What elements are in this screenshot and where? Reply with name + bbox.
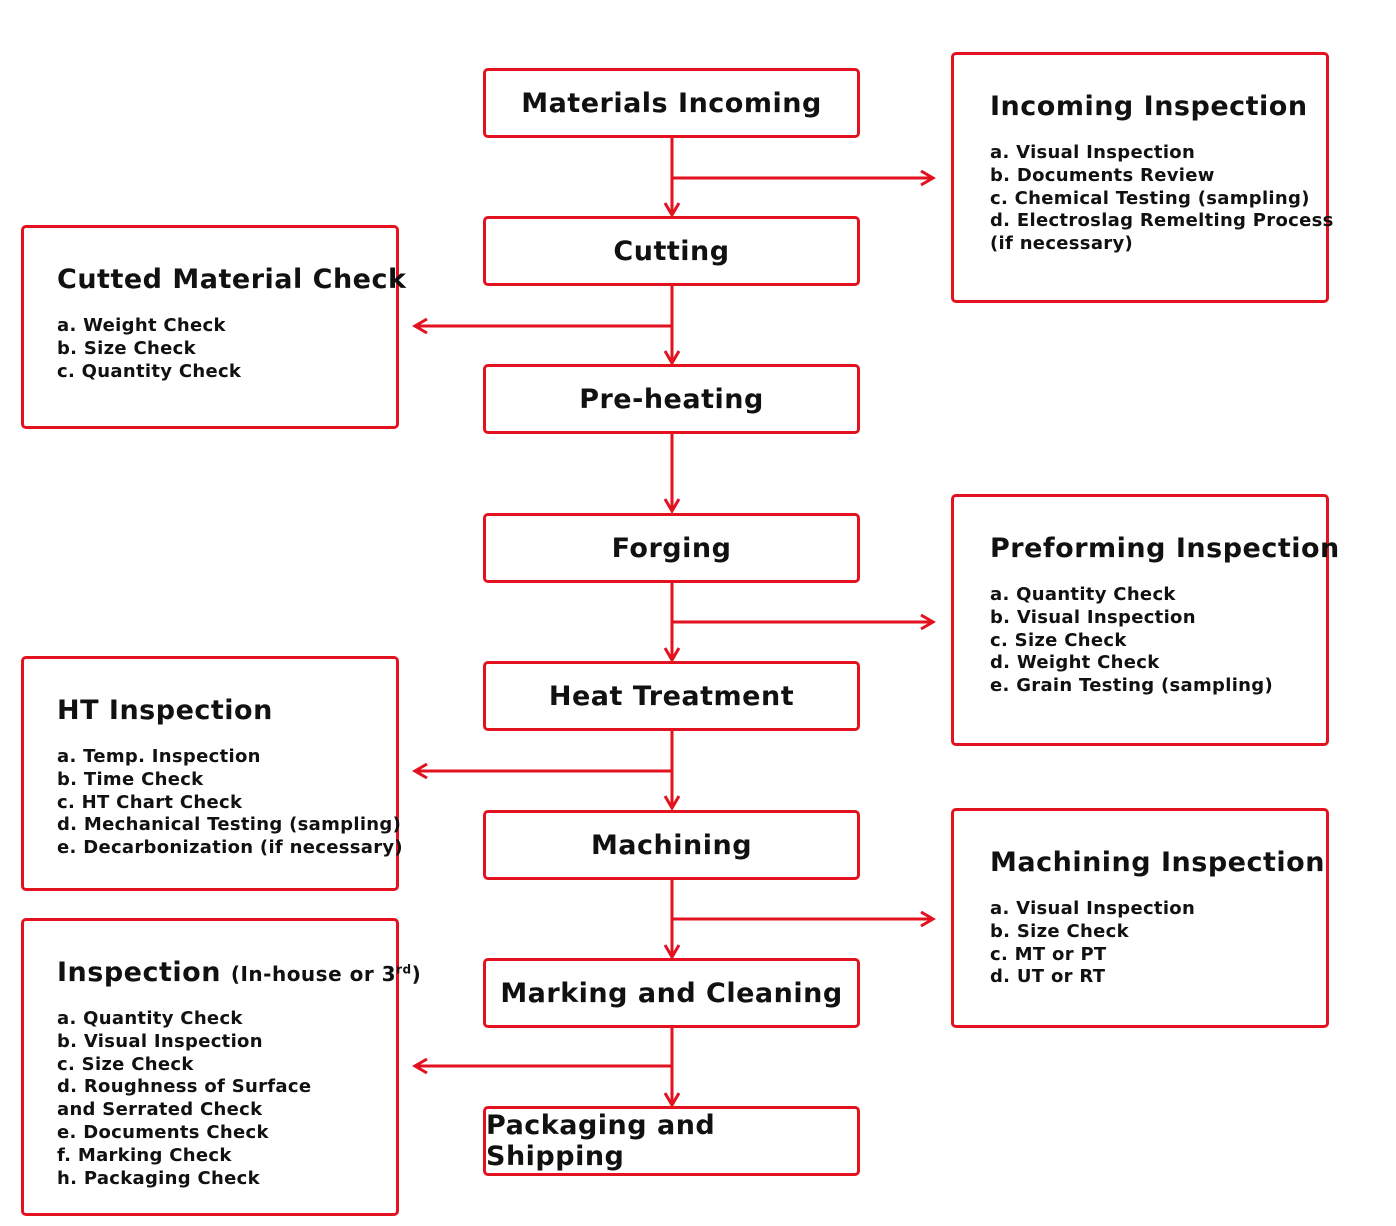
panel-title: Preforming Inspection <box>990 533 1340 564</box>
panel-subtitle: (In-house or 3rd) <box>231 962 421 986</box>
panel-cutted-material-check: Cutted Material Check a. Weight Check b.… <box>21 225 407 429</box>
panel-item: a. Quantity Check <box>57 1008 243 1029</box>
panel-item: e. Decarbonization (if necessary) <box>57 837 403 859</box>
panel-item: c. Size Check <box>57 1053 194 1075</box>
panel-item: c. Chemical Testing (sampling) <box>990 187 1310 209</box>
step-label: Materials Incoming <box>521 87 822 119</box>
panel-item: c. Quantity Check <box>57 360 242 382</box>
step-heat-treatment: Heat Treatment <box>483 661 860 731</box>
panel-item: c. MT or PT <box>990 943 1107 965</box>
panel-title: Incoming Inspection <box>990 91 1308 122</box>
step-forging: Forging <box>483 513 860 583</box>
panel-item: b. Time Check <box>57 768 204 790</box>
panel-ht-inspection: HT Inspection a. Temp. Inspection b. Tim… <box>21 656 403 891</box>
panel-item: d. Roughness of Surface <box>57 1076 312 1098</box>
panel-title: HT Inspection <box>57 695 273 726</box>
panel-item: a. Visual Inspection <box>990 142 1196 163</box>
step-marking-and-cleaning: Marking and Cleaning <box>483 958 860 1028</box>
panel-item: d. UT or RT <box>990 966 1106 988</box>
panel-item-list: a. Visual Inspection b. Documents Review… <box>990 142 1334 256</box>
panel-machining-inspection: Machining Inspection a. Visual Inspectio… <box>951 808 1329 1028</box>
step-machining: Machining <box>483 810 860 880</box>
panel-item: d. Weight Check <box>990 652 1160 674</box>
panel-item-list: a. Temp. Inspection b. Time Check c. HT … <box>57 746 403 860</box>
panel-item: (if necessary) <box>990 233 1134 255</box>
panel-item: f. Marking Check <box>57 1144 232 1166</box>
panel-subtitle-superscript: rd <box>396 962 412 977</box>
panel-item: and Serrated Check <box>57 1099 263 1121</box>
panel-item: a. Visual Inspection <box>990 898 1196 919</box>
panel-item-list: a. Quantity Check b. Visual Inspection c… <box>990 584 1326 698</box>
step-label: Pre-heating <box>579 383 764 415</box>
panel-item: c. HT Chart Check <box>57 791 243 813</box>
panel-incoming-inspection: Incoming Inspection a. Visual Inspection… <box>951 52 1334 303</box>
panel-item: e. Documents Check <box>57 1121 269 1143</box>
panel-final-inspection: Inspection (In-house or 3rd) a. Quantity… <box>21 918 421 1216</box>
step-materials-incoming: Materials Incoming <box>483 68 860 138</box>
panel-title: Machining Inspection <box>990 847 1325 878</box>
panel-item-list: a. Weight Check b. Size Check c. Quantit… <box>57 315 396 383</box>
panel-title: Cutted Material Check <box>57 264 407 295</box>
panel-item: e. Grain Testing (sampling) <box>990 675 1274 697</box>
panel-title: Inspection <box>57 957 221 988</box>
panel-item: b. Visual Inspection <box>57 1030 263 1052</box>
panel-item: h. Packaging Check <box>57 1167 260 1189</box>
panel-item: c. Size Check <box>990 629 1127 651</box>
panel-title-row: Inspection (In-house or 3rd) <box>57 957 421 988</box>
panel-item: d. Mechanical Testing (sampling) <box>57 814 402 836</box>
panel-subtitle-suffix: ) <box>411 962 422 986</box>
step-label: Cutting <box>613 235 730 267</box>
panel-item-list: a. Quantity Check b. Visual Inspection c… <box>57 1008 396 1190</box>
panel-item: a. Temp. Inspection <box>57 746 261 767</box>
step-label: Machining <box>590 829 753 861</box>
panel-item: a. Quantity Check <box>990 584 1176 605</box>
panel-subtitle-prefix: (In-house or 3 <box>230 962 397 986</box>
panel-item: b. Visual Inspection <box>990 606 1196 628</box>
step-label: Packaging and Shipping <box>486 1110 716 1172</box>
step-cutting: Cutting <box>483 216 860 286</box>
step-packaging-and-shipping: Packaging and Shipping <box>483 1106 860 1176</box>
panel-item: b. Size Check <box>990 920 1129 942</box>
step-label: Forging <box>611 532 732 564</box>
step-pre-heating: Pre-heating <box>483 364 860 434</box>
panel-preforming-inspection: Preforming Inspection a. Quantity Check … <box>951 494 1340 746</box>
panel-item: b. Documents Review <box>990 164 1215 186</box>
step-label: Heat Treatment <box>548 680 795 712</box>
step-label: Marking and Cleaning <box>500 977 843 1009</box>
panel-item: a. Weight Check <box>57 315 226 336</box>
panel-item: d. Electroslag Remelting Process <box>990 210 1334 232</box>
panel-item: b. Size Check <box>57 337 196 359</box>
panel-item-list: a. Visual Inspection b. Size Check c. MT… <box>990 898 1326 989</box>
